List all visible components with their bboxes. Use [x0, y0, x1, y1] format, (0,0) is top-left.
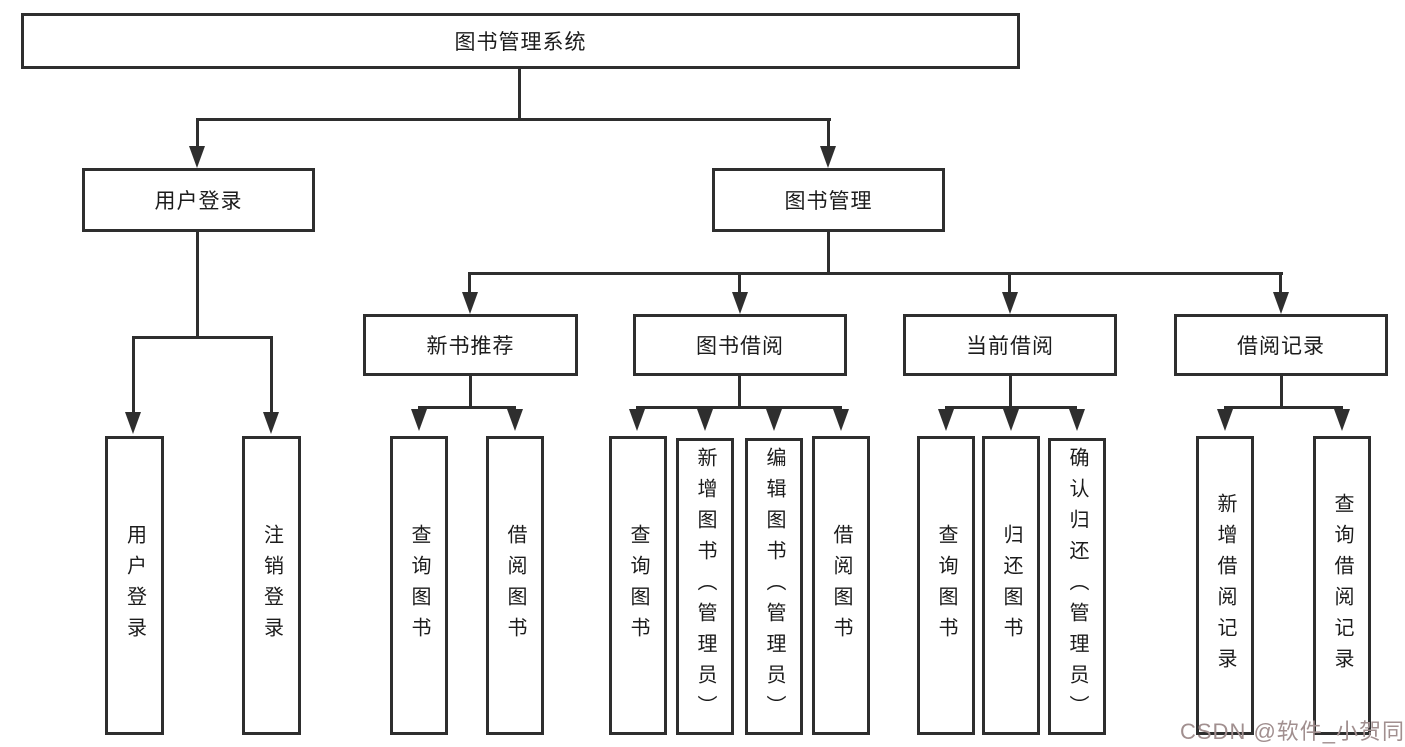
arrow-down-icon	[189, 146, 205, 168]
connector-user-login-rail	[132, 336, 273, 339]
connector-user-login-stub	[196, 118, 199, 148]
leaf-user-login: 用户登录	[105, 436, 164, 735]
leaf-borrow-books: 借阅图书	[812, 436, 870, 735]
connector-book-mgmt-rail	[468, 272, 1283, 275]
arrow-down-icon	[1002, 292, 1018, 314]
arrow-down-icon	[833, 409, 849, 431]
connector-recommend-stem	[469, 376, 472, 408]
connector-recommend-rail	[418, 406, 516, 409]
arrow-down-icon	[1069, 409, 1085, 431]
leaf-query-books-recommend: 查询图书	[390, 436, 448, 735]
connector-logout-stub	[270, 336, 273, 412]
connector-root-stem	[518, 69, 521, 120]
leaf-edit-books-admin: 编辑图书（管理员）	[745, 438, 803, 735]
leaf-add-books-admin: 新增图书（管理员）	[676, 438, 734, 735]
connector-recommend-stub	[468, 272, 471, 293]
connector-book-mgmt-stub	[827, 118, 830, 148]
node-user-login: 用户登录	[82, 168, 315, 232]
node-current-borrow: 当前借阅	[903, 314, 1117, 376]
leaf-query-borrow-record: 查询借阅记录	[1313, 436, 1371, 735]
arrow-down-icon	[1273, 292, 1289, 314]
arrow-down-icon	[1217, 409, 1233, 431]
arrow-down-icon	[629, 409, 645, 431]
node-borrow-records: 借阅记录	[1174, 314, 1388, 376]
arrow-down-icon	[263, 412, 279, 434]
arrow-down-icon	[766, 409, 782, 431]
arrow-down-icon	[411, 409, 427, 431]
connector-records-stub	[1279, 272, 1282, 293]
arrow-down-icon	[938, 409, 954, 431]
arrow-down-icon	[1334, 409, 1350, 431]
arrow-down-icon	[125, 412, 141, 434]
node-library-management-system: 图书管理系统	[21, 13, 1020, 69]
connector-current-rail	[945, 406, 1077, 409]
leaf-query-books-borrow: 查询图书	[609, 436, 667, 735]
connector-login-stub	[132, 336, 135, 412]
leaf-add-borrow-record: 新增借阅记录	[1196, 436, 1254, 735]
arrow-down-icon	[1003, 409, 1019, 431]
leaf-borrow-books-recommend: 借阅图书	[486, 436, 544, 735]
leaf-query-books-current: 查询图书	[917, 436, 975, 735]
connector-borrow-stem	[738, 376, 741, 408]
leaf-confirm-return-admin: 确认归还（管理员）	[1048, 438, 1106, 735]
leaf-logout: 注销登录	[242, 436, 301, 735]
arrow-down-icon	[462, 292, 478, 314]
connector-records-rail	[1224, 406, 1343, 409]
connector-borrow-stub	[738, 272, 741, 293]
node-book-borrow: 图书借阅	[633, 314, 847, 376]
arrow-down-icon	[820, 146, 836, 168]
connector-current-stem	[1009, 376, 1012, 408]
arrow-down-icon	[697, 409, 713, 431]
connector-user-login-stem	[196, 232, 199, 337]
connector-records-stem	[1280, 376, 1283, 408]
leaf-return-books: 归还图书	[982, 436, 1040, 735]
connector-book-mgmt-stem	[827, 232, 830, 273]
arrow-down-icon	[732, 292, 748, 314]
connector-borrow-rail	[636, 406, 842, 409]
connector-root-rail	[196, 118, 831, 121]
node-book-management: 图书管理	[712, 168, 945, 232]
arrow-down-icon	[507, 409, 523, 431]
connector-current-stub	[1008, 272, 1011, 293]
node-new-book-recommend: 新书推荐	[363, 314, 578, 376]
csdn-watermark: CSDN @软件_小贺同学	[1180, 719, 1405, 744]
